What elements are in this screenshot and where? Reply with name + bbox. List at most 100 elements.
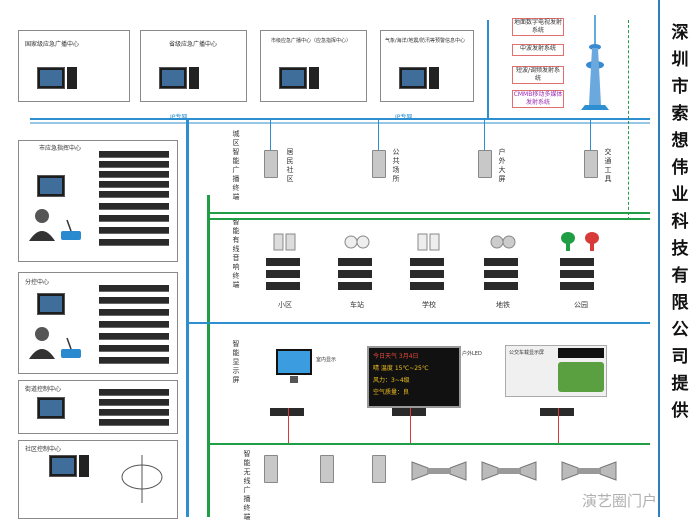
display-section-green-line: [207, 443, 650, 445]
audio-point-label: 公园: [574, 301, 588, 309]
audio-terminal-device: [484, 270, 518, 278]
audio-terminal-device: [338, 270, 372, 278]
column-speaker-icon: [264, 455, 278, 483]
audio-terminal-device: [266, 258, 300, 266]
audio-terminal-device: [484, 282, 518, 290]
company-char: 圳: [671, 50, 689, 70]
display-controller-device: [540, 408, 574, 416]
left-green-trunk: [207, 195, 210, 517]
ip-backbone-line-2: [30, 122, 650, 124]
control-center-sub: 分控中心: [18, 272, 178, 374]
computer-tower-icon: [429, 67, 439, 89]
control-center-label: 社区控制中心: [25, 446, 62, 453]
city-point-link: [590, 120, 591, 150]
rack-device: [99, 345, 169, 352]
monitor-icon: [37, 293, 65, 315]
rack-device: [99, 151, 169, 158]
display-controller-device: [270, 408, 304, 416]
top-center-warning: 气象/海洋/地震/防汛等预警信息中心: [380, 30, 474, 102]
rack-device: [99, 161, 169, 168]
company-char: 深: [671, 23, 689, 43]
computer-tower-icon: [79, 455, 89, 477]
display-link: [410, 408, 411, 443]
section-label-audio: 智能有线音响终端: [232, 218, 240, 289]
rack-device: [99, 419, 169, 426]
horn-pair-icon: [561, 461, 617, 481]
monitor-icon: [159, 67, 187, 89]
control-center-street: 街道控制中心: [18, 380, 178, 434]
rack-device: [99, 321, 169, 328]
rack-device: [99, 239, 169, 246]
broadcast-system-cmmb: CMMB移动多媒体发射系统: [512, 90, 564, 108]
ip-network-label-1: IP专网: [170, 114, 188, 121]
computer-tower-icon: [189, 67, 199, 89]
left-blue-trunk: [186, 118, 189, 517]
display-note-label: 户外LED: [462, 351, 482, 357]
dashed-green-line: [628, 20, 629, 220]
monitor-icon: [37, 175, 65, 197]
led-text-line: 晴 温度 15℃~25℃: [373, 365, 429, 372]
audio-point-label: 小区: [278, 301, 292, 309]
control-center-label: 街道控制中心: [25, 386, 62, 393]
city-point-label: 居民社区: [286, 148, 294, 183]
control-center-community: 社区控制中心: [18, 440, 178, 519]
horn-speaker-icon: [273, 233, 296, 251]
company-char: 限: [671, 293, 689, 313]
audio-terminal-device: [560, 270, 594, 278]
rack-device: [99, 409, 169, 416]
company-sidebar: 深 圳 市 索 想 伟 业 科 技 有 限 公 司 提 供: [658, 0, 700, 517]
display-link: [558, 408, 559, 443]
rack-device: [99, 389, 169, 396]
audio-point-label: 地铁: [496, 301, 510, 309]
broadcast-system-mw: 中波发射系统: [512, 44, 564, 56]
rack-device: [99, 333, 169, 340]
company-char: 公: [671, 320, 689, 340]
rack-device: [99, 399, 169, 406]
bus-display-label: 公交车载显示屏: [509, 350, 545, 356]
horn-pair-icon: [481, 461, 537, 481]
audio-terminal-device: [266, 270, 300, 278]
top-center-city: 市级应急广播中心（应急指挥中心）: [260, 30, 367, 102]
bus-icon: [558, 362, 604, 392]
company-char: 索: [671, 104, 689, 124]
rack-device: [99, 215, 169, 222]
top-center-label: 市级应急广播中心（应急指挥中心）: [271, 38, 352, 44]
monitor-icon: [37, 397, 65, 419]
city-section-green-line: [207, 212, 650, 214]
rack-device: [99, 171, 169, 178]
rack-device: [99, 191, 169, 198]
city-point-label: 公共场所: [392, 148, 400, 183]
horn-speaker-icon: [490, 235, 516, 249]
company-char: 伟: [671, 158, 689, 178]
audio-point-label: 学校: [422, 301, 436, 309]
watermark-text: 演艺圈门户网: [582, 492, 673, 510]
top-center-provincial: 省级应急广播中心: [140, 30, 247, 102]
horn-pair-icon: [411, 461, 467, 481]
column-speaker-icon: [584, 150, 598, 178]
bus-led-strip: [558, 348, 604, 358]
broadcast-tower-icon: [581, 15, 609, 110]
section-label-wireless: 智能无线广播终端: [243, 450, 251, 521]
top-center-label: 省级应急广播中心: [169, 41, 218, 48]
audio-terminal-device: [560, 282, 594, 290]
mushroom-speaker-icon: [561, 232, 599, 251]
broadcast-system-fm: 短波/调频发射系统: [512, 66, 564, 84]
horn-speaker-icon: [417, 233, 440, 251]
horn-speaker-icon: [344, 235, 370, 249]
audio-terminal-device: [410, 258, 444, 266]
city-point-link: [378, 120, 379, 150]
column-speaker-icon: [478, 150, 492, 178]
computer-tower-icon: [309, 67, 319, 89]
column-speaker-icon: [320, 455, 334, 483]
column-speaker-icon: [264, 150, 278, 178]
rack-device: [99, 297, 169, 304]
rack-device: [99, 181, 169, 188]
monitor-icon: [279, 67, 307, 89]
audio-terminal-device: [560, 258, 594, 266]
operator-icon: [29, 327, 55, 359]
rack-device: [99, 309, 169, 316]
antenna-icon: [121, 455, 163, 503]
company-char: 想: [671, 131, 689, 151]
company-char: 科: [671, 212, 689, 232]
audio-section-blue-line: [189, 322, 650, 324]
